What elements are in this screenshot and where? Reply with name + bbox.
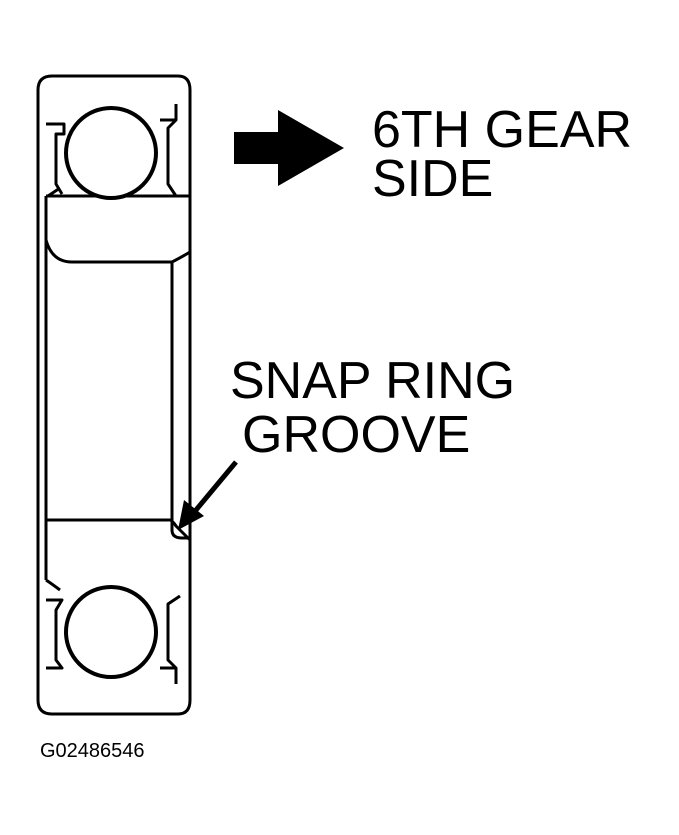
bottom-seal-left: [46, 598, 64, 670]
top-seal-right: [160, 104, 178, 197]
bottom-seal-right: [160, 594, 181, 684]
figure-id: G02486546: [40, 740, 145, 762]
bearing-inner-bore: [44, 194, 192, 542]
arrow-right-icon: [234, 110, 344, 186]
inner-race-bottom: [44, 520, 61, 592]
snap-ring-groove: [170, 262, 190, 540]
inner-race-top: [44, 239, 191, 264]
arrow-pointer-icon: [178, 500, 204, 530]
gear-side-label-line1: 6TH GEAR: [372, 101, 632, 159]
snap-ring-label-line1: SNAP RING: [230, 352, 515, 410]
top-ball: [64, 106, 158, 200]
bearing-outer-race: [36, 74, 192, 716]
bottom-ball: [64, 585, 158, 679]
top-seal-left: [46, 122, 66, 198]
arrow-pointer-icon-shaft: [194, 460, 238, 512]
snap-ring-label-line2: GROOVE: [242, 406, 470, 464]
gear-side-label-line2: SIDE: [372, 150, 493, 208]
